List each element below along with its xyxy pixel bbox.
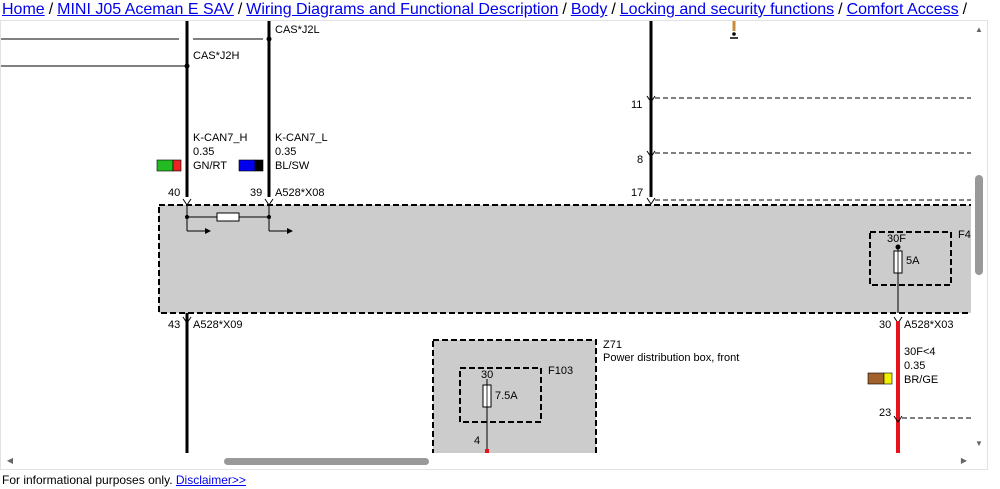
swatch-kcan-l-blue <box>238 159 256 172</box>
wire-label-kcan-h: K-CAN7_H <box>193 132 247 144</box>
footer-text: For informational purposes only. <box>2 473 173 487</box>
breadcrumb-separator: / <box>48 1 54 18</box>
connector-label-x03: A528*X03 <box>904 319 954 331</box>
footer: For informational purposes only. Disclai… <box>2 473 246 487</box>
wire-size-kcan-l: 0.35 <box>275 146 296 158</box>
swatch-kcan-h-red <box>172 159 182 172</box>
horizontal-scroll-thumb[interactable] <box>224 458 429 465</box>
connector-label-cas-j2h: CAS*J2H <box>193 50 240 62</box>
breadcrumb-separator: / <box>562 1 567 18</box>
pin-marker <box>646 150 656 158</box>
connector-label-x08: A528*X08 <box>275 187 325 199</box>
fuse-f4-name: F4 <box>958 229 971 241</box>
scroll-down-icon[interactable]: ▼ <box>975 439 983 448</box>
arrow-icon <box>287 228 293 234</box>
breadcrumb-locking-security[interactable]: Locking and security functions <box>619 1 835 18</box>
pin-label-8: 8 <box>637 154 643 166</box>
swatch-kcan-h-green <box>156 159 174 172</box>
fuse-f103-rating: 7.5A <box>495 390 518 402</box>
pin-label-43: 43 <box>168 319 180 331</box>
wiring-diagram[interactable]: CAS*J2L CAS*J2H K-CAN7_H 0.35 GN/RT K-CA… <box>1 21 973 455</box>
fuse-f4-box[interactable] <box>869 231 952 286</box>
wire-color-kcan-h: GN/RT <box>193 160 227 172</box>
wire-label-kcan-l: K-CAN7_L <box>275 132 328 144</box>
pin-label-23: 23 <box>879 407 891 419</box>
scroll-up-icon[interactable]: ▲ <box>975 25 983 34</box>
pin-label-39: 39 <box>250 187 262 199</box>
breadcrumb-separator: / <box>838 1 843 18</box>
fuse-f103-box[interactable] <box>459 367 542 423</box>
junction-dot <box>267 215 271 219</box>
pin-label-30: 30 <box>879 319 891 331</box>
termination-resistor <box>216 212 240 222</box>
z71-description: Power distribution box, front <box>603 352 739 364</box>
fuse-f103-name: F103 <box>548 365 573 377</box>
fuse-f103-pin: 30 <box>481 369 493 381</box>
breadcrumb-separator: / <box>962 1 968 18</box>
pin-marker <box>646 197 656 205</box>
connector-label-x09: A528*X09 <box>193 319 243 331</box>
breadcrumb-home[interactable]: Home <box>2 1 45 18</box>
wire-size-30f: 0.35 <box>904 360 925 372</box>
breadcrumb-comfort-access[interactable]: Comfort Access <box>846 1 959 18</box>
power-distribution-box-z71[interactable] <box>432 339 597 455</box>
warning-icon-dot <box>732 32 736 36</box>
breadcrumb-wiring-diagrams[interactable]: Wiring Diagrams and Functional Descripti… <box>246 1 559 18</box>
scroll-right-icon[interactable]: ▶ <box>960 456 968 465</box>
arrow-icon <box>205 228 211 234</box>
pin-marker <box>646 95 656 103</box>
pin-label-11: 11 <box>631 99 642 111</box>
breadcrumb-body[interactable]: Body <box>570 1 608 18</box>
diagram-viewer[interactable]: CAS*J2L CAS*J2H K-CAN7_H 0.35 GN/RT K-CA… <box>0 20 988 470</box>
breadcrumb-vehicle[interactable]: MINI J05 Aceman E SAV <box>57 1 234 18</box>
fuse-f4-rating: 5A <box>906 255 920 267</box>
wire-color-30f: BR/GE <box>904 374 938 386</box>
z71-id: Z71 <box>603 339 622 351</box>
breadcrumb: Home/MINI J05 Aceman E SAV/Wiring Diagra… <box>2 0 998 20</box>
swatch-30f-brown <box>867 372 885 385</box>
wire-size-kcan-h: 0.35 <box>193 146 214 158</box>
pin-label-4: 4 <box>474 435 480 447</box>
fuse-f4-pin: 30F <box>887 233 906 245</box>
swatch-30f-yellow <box>883 372 893 385</box>
junction-dot <box>185 215 189 219</box>
pin-label-17: 17 <box>631 187 643 199</box>
pin-marker <box>893 415 903 423</box>
connector-label-cas-j2l: CAS*J2L <box>275 24 320 36</box>
pin-label-40: 40 <box>168 187 180 199</box>
swatch-kcan-l-black <box>254 159 264 172</box>
breadcrumb-separator: / <box>611 1 616 18</box>
horizontal-scrollbar[interactable]: ◀ ▶ <box>1 453 973 469</box>
wire-color-kcan-l: BL/SW <box>275 160 310 172</box>
wire-label-30f: 30F<4 <box>904 346 936 358</box>
disclaimer-link[interactable]: Disclaimer>> <box>175 473 246 487</box>
vertical-scrollbar[interactable]: ▲ ▼ <box>971 21 987 455</box>
scroll-left-icon[interactable]: ◀ <box>6 456 14 465</box>
vertical-scroll-thumb[interactable] <box>975 175 983 275</box>
breadcrumb-separator: / <box>237 1 243 18</box>
control-module[interactable] <box>158 204 973 314</box>
